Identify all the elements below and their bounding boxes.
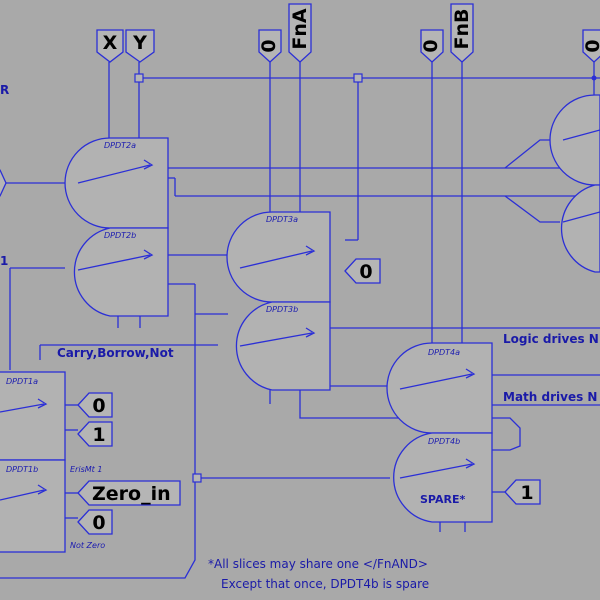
relay-label: DPDT1b	[6, 465, 38, 474]
svg-text:1: 1	[520, 482, 533, 504]
label-l: 1	[0, 254, 8, 268]
label-ericmt: ErisMt 1	[70, 465, 102, 474]
label-carry: Carry,Borrow,Not	[57, 346, 174, 360]
svg-text:FnA: FnA	[289, 8, 311, 50]
junction	[134, 73, 144, 83]
port-tags: X Y 0 FnA 0 FnB 0 0	[0, 3, 600, 535]
label-spare: SPARE*	[420, 493, 465, 506]
port-zero-top-2: 0	[420, 29, 444, 63]
relay-dpdt2a: DPDT2a	[64, 137, 169, 229]
wire-bottom-loop	[0, 478, 196, 579]
relay-dpdt3b: DPDT3b	[235, 301, 331, 391]
junction	[192, 473, 202, 483]
note-line-2: Except that once, DPDT4b is spare	[221, 577, 429, 591]
relay-dpdt1a: DPDT1a	[0, 371, 66, 461]
svg-text:Y: Y	[132, 32, 147, 54]
svg-text:1: 1	[92, 424, 105, 446]
relay-dpdt2b: DPDT2b	[73, 227, 169, 317]
port-one-left: 1	[77, 421, 113, 447]
junctions	[134, 73, 597, 483]
relay-label: DPDT2a	[104, 141, 136, 150]
port-zero-in: Zero_in	[77, 480, 181, 506]
label-r: R	[0, 83, 9, 97]
relay-dpdt4b: DPDT4b	[393, 432, 493, 523]
svg-text:FnB: FnB	[451, 9, 473, 50]
svg-text:0: 0	[92, 395, 105, 417]
junction	[353, 73, 363, 83]
port-zero-top-3: 0	[582, 29, 600, 63]
svg-text:0: 0	[420, 39, 442, 52]
note-line-1: *All slices may share one </FnAND>	[208, 557, 428, 571]
label-notzero: Not Zero	[70, 541, 105, 550]
label-logic: Logic drives N	[503, 332, 599, 346]
port-zero-left-2: 0	[77, 509, 113, 535]
port-fnb: FnB	[450, 3, 474, 63]
relay-dpdt1b: DPDT1b	[0, 459, 66, 553]
relay-label: DPDT4a	[428, 348, 460, 357]
svg-text:X: X	[103, 32, 118, 54]
relay-label: DPDT1a	[6, 377, 38, 386]
port-x: X	[96, 29, 124, 63]
svg-text:0: 0	[92, 512, 105, 534]
wires	[0, 62, 600, 579]
relay-dpdt4a: DPDT4a	[386, 342, 493, 434]
relay-right-partial-2	[560, 184, 600, 273]
port-y: Y	[125, 29, 155, 63]
relay-dpdt3a: DPDT3a	[226, 211, 331, 303]
relay-right-partial-1	[549, 94, 600, 186]
svg-text:Zero_in: Zero_in	[92, 483, 171, 505]
relay-label: DPDT2b	[104, 231, 136, 240]
port-fna: FnA	[288, 3, 312, 63]
notes: *All slices may share one </FnAND> Excep…	[208, 557, 429, 591]
relay-label: DPDT4b	[428, 437, 460, 446]
port-left-partial	[0, 169, 7, 197]
label-math: Math drives N	[503, 390, 597, 404]
port-zero-left-1: 0	[77, 392, 113, 418]
relay-label: DPDT3a	[266, 215, 298, 224]
junction-dot	[591, 75, 597, 81]
relay-label: DPDT3b	[266, 305, 298, 314]
port-zero-top-1: 0	[258, 29, 282, 63]
relays: DPDT2a DPDT2b DPDT3a DPDT3b DPDT	[0, 94, 600, 553]
labels: R 1 Carry,Borrow,Not Logic drives N Math…	[0, 83, 599, 550]
svg-text:0: 0	[582, 39, 600, 52]
svg-text:0: 0	[359, 261, 372, 283]
wire-right-down	[504, 195, 560, 223]
wire-4a-loop	[299, 390, 521, 451]
port-zero-mid: 0	[344, 258, 381, 284]
port-one-right: 1	[504, 479, 541, 505]
svg-text:0: 0	[258, 39, 280, 52]
